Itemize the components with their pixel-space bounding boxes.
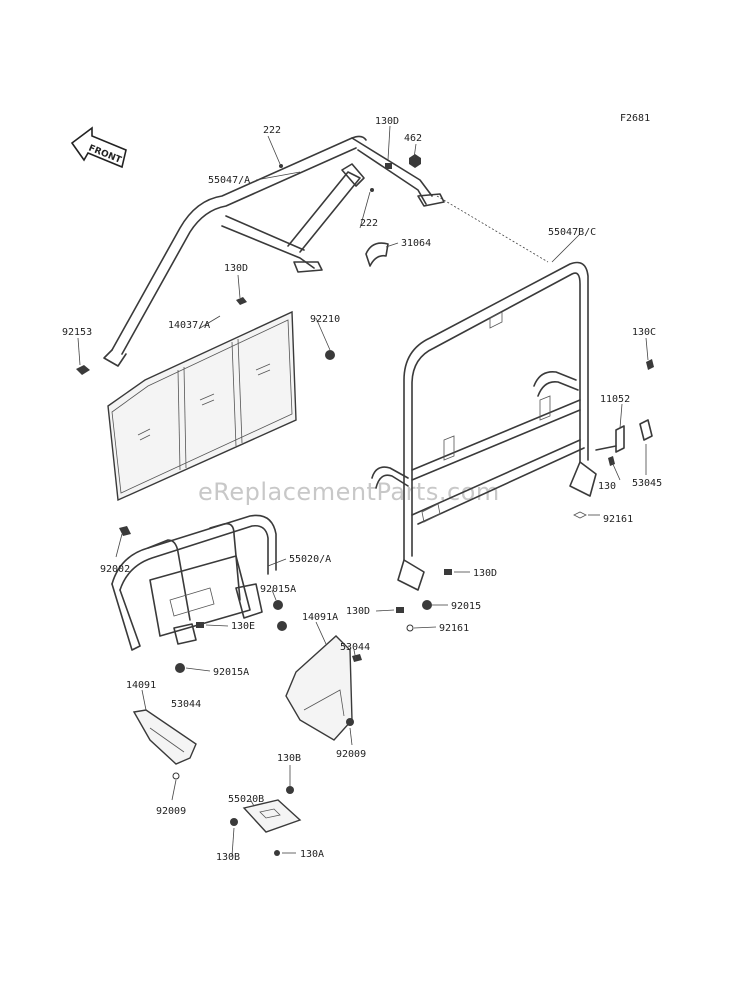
bolt-130d-l-icon	[396, 607, 404, 613]
part-label: 130D	[346, 606, 370, 617]
watermark-text: eReplacementParts.com	[198, 478, 500, 506]
nut-92009a-icon	[346, 718, 354, 726]
washer-92161-icon	[573, 511, 587, 519]
part-label: 31064	[401, 238, 431, 249]
part-label: 92153	[62, 327, 92, 338]
bolt-130b-2-icon	[230, 818, 238, 826]
bolt-130d-r-icon	[444, 569, 452, 575]
part-label: 53044	[340, 642, 370, 653]
part-label: 130A	[300, 849, 324, 860]
rollbar-front-55047a	[103, 135, 445, 367]
part-label: 55020/A	[289, 554, 331, 565]
latch-11052	[595, 359, 654, 466]
part-label: 14091A	[302, 612, 338, 623]
leader-dashed	[436, 195, 549, 263]
nut-92015-icon	[422, 600, 432, 610]
part-label: 53044	[171, 699, 201, 710]
part-label: 130D	[224, 263, 248, 274]
nut-92015a-3-icon	[277, 621, 287, 631]
part-label: 222	[263, 125, 281, 136]
part-label: 130C	[632, 327, 656, 338]
part-label: 53045	[632, 478, 662, 489]
screen-14037a	[107, 310, 297, 502]
part-label: 130B	[216, 852, 240, 863]
part-label: 11052	[600, 394, 630, 405]
part-labels: 222 130D 462 55047/A 222 31064 55047B/C …	[62, 116, 662, 863]
guard-14091a	[285, 635, 362, 741]
bolt-130b-1-icon	[286, 786, 294, 794]
part-label: 55020B	[228, 794, 264, 805]
nut-92015a-2-icon	[175, 663, 185, 673]
washer-92009b-icon	[172, 772, 180, 780]
nut-92153-icon	[76, 365, 90, 375]
nut-92210-icon	[325, 350, 335, 360]
part-label: 14091	[126, 680, 156, 691]
bolt-130a-icon	[274, 850, 280, 856]
part-label: 92002	[100, 564, 130, 575]
part-label: 130	[598, 481, 616, 492]
bolt-92002-icon	[119, 526, 131, 536]
part-label: 462	[404, 133, 422, 144]
bolt-222-icon	[279, 164, 283, 168]
washer-92161b-icon	[406, 624, 414, 632]
part-label: 130D	[375, 116, 399, 127]
part-label: 130D	[473, 568, 497, 579]
part-label: 92015A	[260, 584, 296, 595]
part-label: 130E	[231, 621, 255, 632]
part-label: 55047B/C	[548, 227, 596, 238]
leader-lines	[77, 125, 649, 857]
part-label: 55047/A	[208, 175, 250, 186]
diagram-code: F2681	[620, 113, 650, 124]
rollbar-rear-55047bc	[371, 261, 597, 591]
part-label: 92009	[336, 749, 366, 760]
guard-14091	[132, 709, 197, 765]
part-label: 92009	[156, 806, 186, 817]
bolt-222b-icon	[370, 188, 374, 192]
bolt-130e-icon	[196, 622, 204, 628]
part-label: 92015A	[213, 667, 249, 678]
part-label: 14037/A	[168, 320, 210, 331]
bolt-130d-mid-icon	[236, 297, 247, 305]
nut-462-icon	[409, 154, 421, 168]
bumper-55020a	[111, 514, 277, 651]
part-label: 92015	[451, 601, 481, 612]
bolt-130d-icon	[385, 163, 392, 169]
part-label: 92210	[310, 314, 340, 325]
part-label: 130B	[277, 753, 301, 764]
part-label: 92161	[439, 623, 469, 634]
nut-92015a-1-icon	[273, 600, 283, 610]
part-label: 92161	[603, 514, 633, 525]
part-label: 222	[360, 218, 378, 229]
front-arrow-icon: FRONT	[70, 126, 127, 169]
bracket-55020b	[242, 799, 302, 833]
bracket-31064	[365, 242, 389, 267]
